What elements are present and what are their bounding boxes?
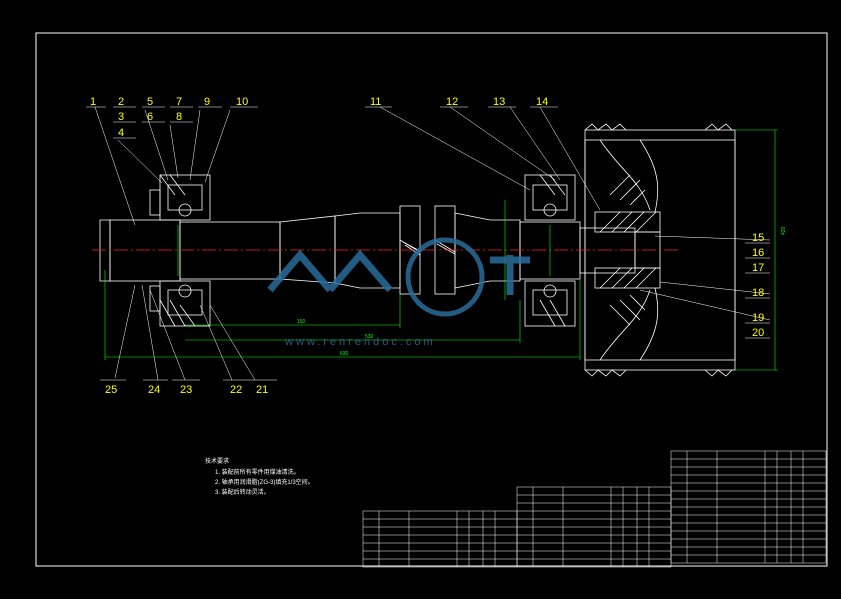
- callout-16: 16: [752, 247, 764, 259]
- callout-24: 24: [148, 384, 160, 396]
- callout-21: 21: [256, 384, 268, 396]
- callout-13: 13: [493, 96, 505, 108]
- parts-list: [362, 450, 827, 568]
- technical-notes: 技术要求 1. 装配前所有零件用煤油清洗。 2. 轴承用润滑脂(ZG-3)填充1…: [205, 457, 314, 496]
- callout-19: 19: [752, 312, 764, 324]
- callout-9: 9: [204, 96, 210, 108]
- drawing-border: [35, 32, 828, 567]
- notes-heading: 技术要求: [205, 457, 229, 465]
- callout-leaders: [86, 106, 771, 381]
- callout-23: 23: [180, 384, 192, 396]
- dim-small: 150: [297, 319, 306, 325]
- callout-7: 7: [176, 96, 182, 108]
- dim-height: 420: [781, 226, 787, 235]
- callout-18: 18: [752, 287, 764, 299]
- left-bearing-housing: [149, 174, 211, 327]
- callout-12: 12: [446, 96, 458, 108]
- callout-10: 10: [236, 96, 248, 108]
- callout-8: 8: [176, 111, 182, 123]
- right-bearing-housing: [524, 174, 576, 327]
- callout-5: 5: [147, 96, 153, 108]
- callout-1: 1: [90, 96, 96, 108]
- notes-line-2: 2. 轴承用润滑脂(ZG-3)填充1/3空间。: [215, 478, 314, 486]
- callout-14: 14: [536, 96, 548, 108]
- callout-4: 4: [118, 127, 124, 139]
- callout-25: 25: [105, 384, 117, 396]
- dim-mid: 530: [365, 334, 374, 340]
- watermark: www.renrendoc.com: [267, 237, 530, 348]
- dimension-lines: [104, 129, 778, 371]
- dim-long: 630: [340, 351, 349, 357]
- callout-11: 11: [370, 96, 381, 108]
- parts-table-1: [362, 510, 518, 568]
- callout-17: 17: [752, 262, 764, 274]
- notes-line-3: 3. 装配后转动灵活。: [215, 488, 270, 496]
- callout-20: 20: [752, 327, 764, 339]
- notes-line-1: 1. 装配前所有零件用煤油清洗。: [215, 468, 300, 476]
- callout-15: 15: [752, 232, 764, 244]
- callout-22: 22: [230, 384, 242, 396]
- callout-3: 3: [118, 111, 124, 123]
- watermark-url: www.renrendoc.com: [284, 336, 436, 348]
- callout-2: 2: [118, 96, 124, 108]
- callout-6: 6: [147, 111, 153, 123]
